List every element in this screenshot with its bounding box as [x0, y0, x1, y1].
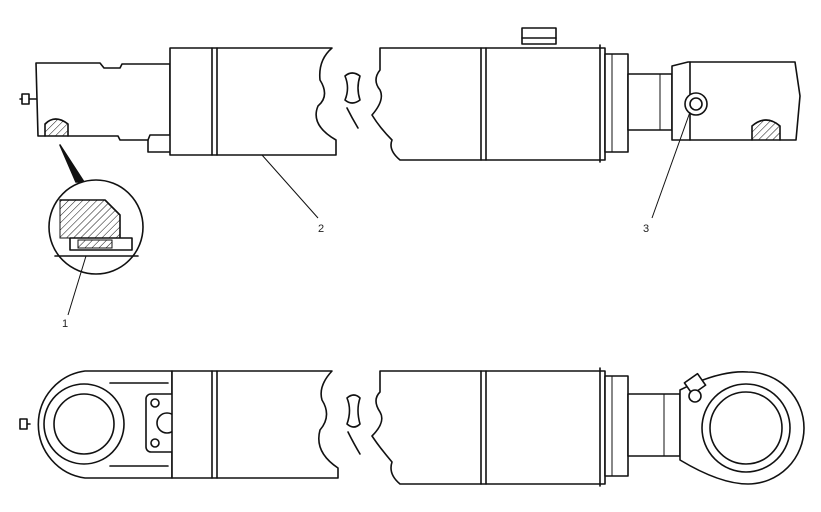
cylinder-barrel-left — [169, 47, 337, 156]
callout-1: 1 — [62, 318, 68, 330]
grease-fitting-bottom-right — [683, 372, 707, 403]
callout-2: 2 — [318, 223, 324, 235]
grease-fitting-right — [684, 92, 708, 116]
oil-port-boss — [521, 27, 557, 45]
leader-lines — [67, 111, 691, 316]
head-gland — [604, 53, 629, 153]
cylinder-barrel-right — [371, 47, 606, 161]
seal-detail-inset — [48, 144, 144, 275]
grease-fitting-left — [19, 93, 37, 105]
top-view — [19, 367, 805, 487]
callout-3: 3 — [643, 223, 649, 235]
grease-fitting-bottom-left — [19, 418, 31, 430]
rod-break-middle — [344, 72, 361, 104]
barrel-bottom-left — [171, 370, 339, 479]
side-view — [19, 27, 801, 163]
piston-rod-right — [627, 73, 673, 131]
barrel-bottom-right — [371, 370, 606, 485]
